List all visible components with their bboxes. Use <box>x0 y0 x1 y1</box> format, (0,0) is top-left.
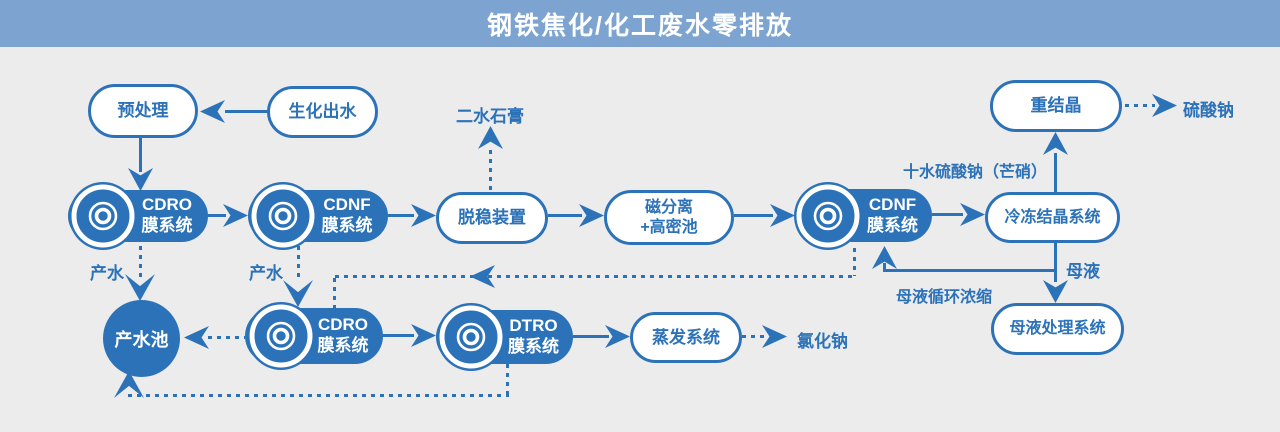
label-dihydrate-gypsum: 二水石膏 <box>456 107 524 126</box>
node-recrystallization: 重结晶 <box>990 80 1122 132</box>
line-magsep-to-cdnf2 <box>734 214 773 217</box>
dash-bottom-return <box>128 394 509 397</box>
arrowhead-right <box>411 204 436 227</box>
arrowhead-up <box>1043 132 1068 155</box>
dash-cdnf1-to-cdro2 <box>297 246 300 282</box>
arrowhead-left <box>200 100 225 123</box>
dash-dtro-drop <box>506 364 509 395</box>
line-pretreat-to-cdro1 <box>139 138 142 172</box>
line-freeze-to-recryst <box>1054 153 1057 193</box>
arrowhead-right <box>1152 94 1177 117</box>
line-mother-liquor-recycle <box>883 269 1056 272</box>
arrowhead-right <box>579 204 604 227</box>
dash-feedback-into-cdro2 <box>333 278 336 308</box>
line-dtro-to-evap <box>573 335 609 338</box>
title-banner: 钢铁焦化/化工废水零排放 <box>0 0 1280 47</box>
dash-evap-to-sodium-chloride <box>742 335 765 338</box>
label-mother-liquor-recycle: 母液循环浓缩 <box>896 289 993 306</box>
label-sodium-chloride: 氯化钠 <box>797 332 848 351</box>
dash-destab-to-gypsum <box>489 150 492 192</box>
line-cdnf1-to-destab <box>388 214 414 217</box>
membrane-disc-icon <box>246 301 316 371</box>
arrowhead-right <box>770 204 795 227</box>
label-product-water-1: 产水 <box>90 264 124 283</box>
arrowhead-right <box>960 203 985 226</box>
label-product-water-2: 产水 <box>249 264 283 283</box>
line-freeze-to-mlt <box>1054 243 1057 282</box>
dash-cdnf2-drop <box>853 248 856 276</box>
dash-cdro1-to-pool <box>139 246 142 280</box>
arrowhead-left <box>184 326 209 349</box>
node-magnetic-separation: 磁分离+高密池 <box>604 190 734 245</box>
node-freeze-crystallization: 冷冻结晶系统 <box>985 192 1120 243</box>
dash-feedback-horizontal <box>335 275 855 278</box>
node-destabilization-unit: 脱稳装置 <box>436 192 548 244</box>
membrane-disc-icon <box>436 302 506 372</box>
node-pretreatment: 预处理 <box>88 84 198 138</box>
node-mother-liquor-treatment: 母液处理系统 <box>991 303 1124 355</box>
arrowhead-right <box>762 325 787 348</box>
line-biochem-to-pretreat <box>225 110 269 113</box>
arrowhead-right <box>223 204 248 227</box>
line-destab-to-magsep <box>548 214 582 217</box>
label-sodium-sulfate: 硫酸钠 <box>1183 101 1234 120</box>
arrowhead-up <box>478 126 503 149</box>
line-cdnf2-to-freeze <box>932 213 963 216</box>
node-biochemical-effluent: 生化出水 <box>267 86 378 138</box>
node-product-water-pool: 产水池 <box>103 300 180 377</box>
membrane-disc-icon <box>248 181 318 251</box>
line-cdro2-to-dtro <box>383 334 414 337</box>
dash-cdro2-to-pool <box>208 336 245 339</box>
membrane-disc-icon <box>793 181 863 251</box>
label-glauber-salt: 十水硫酸钠（芒硝） <box>903 164 1048 181</box>
node-evaporation-system: 蒸发系统 <box>630 312 742 363</box>
line-cdro1-to-cdnf1 <box>208 214 226 217</box>
arrowhead-down <box>1043 280 1068 303</box>
line-mother-liquor-recycle-riser <box>883 263 886 271</box>
dash-recryst-to-sodium-sulfate <box>1125 104 1155 107</box>
arrowhead-right <box>411 324 436 347</box>
page-title: 钢铁焦化/化工废水零排放 <box>487 11 793 40</box>
label-mother-liquor: 母液 <box>1066 262 1100 281</box>
membrane-disc-icon <box>68 181 138 251</box>
